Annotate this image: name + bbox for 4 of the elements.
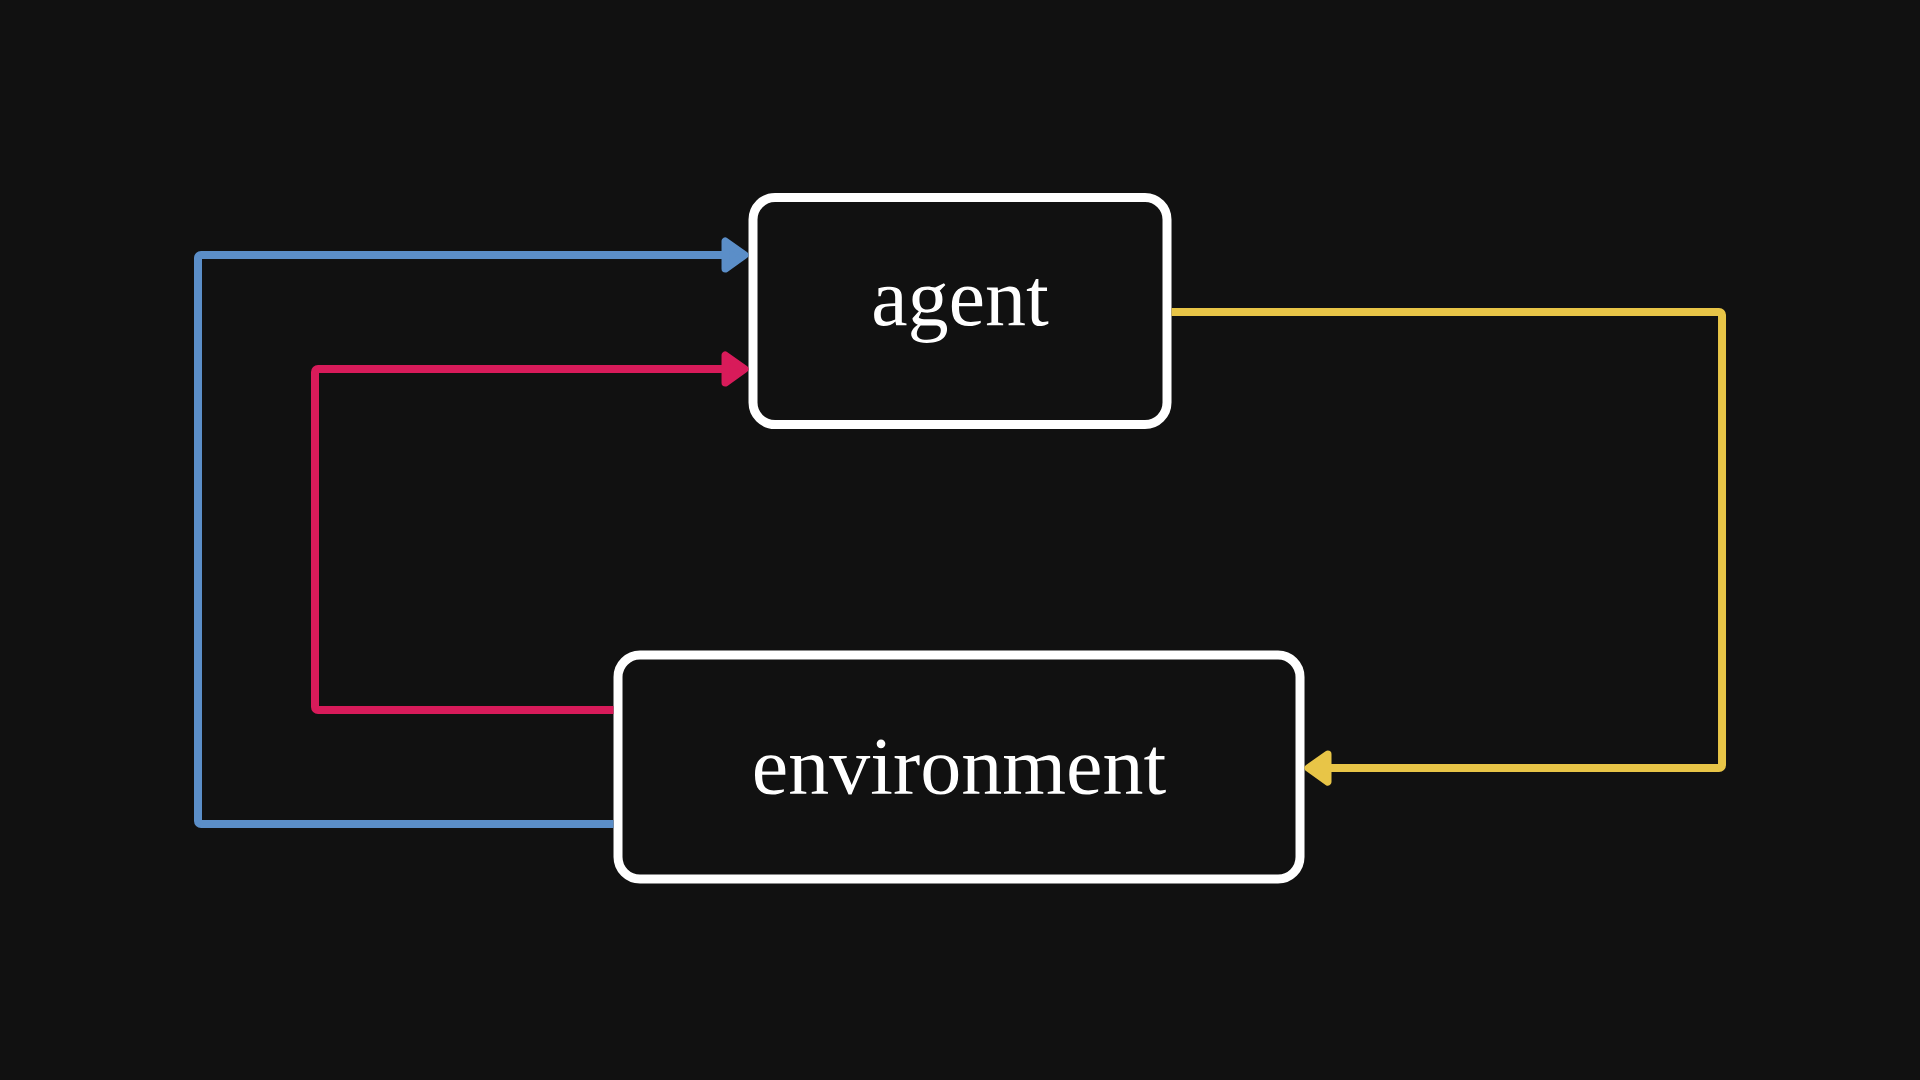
- process-box: agent: [748, 193, 1172, 429]
- process-box: environment: [613, 650, 1305, 884]
- arrow: [194, 237, 749, 828]
- arrow: [311, 351, 749, 714]
